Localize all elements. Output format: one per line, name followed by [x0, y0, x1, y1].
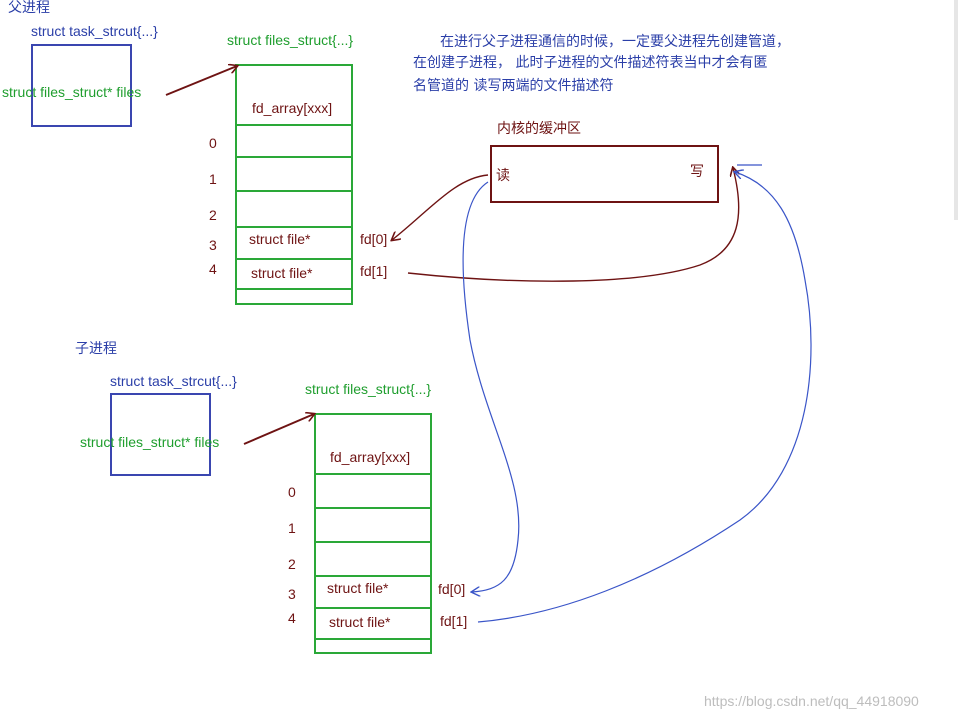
parent-entry-3: struct file* — [249, 231, 311, 247]
kernel-write-label: 写 — [690, 164, 704, 180]
parent-files-struct-label: struct files_struct{...} — [227, 32, 354, 48]
parent-files-arrow — [165, 66, 237, 96]
child-files-ptr-label: struct files_struct* files — [80, 434, 220, 450]
child-read-curve — [462, 181, 520, 592]
child-title: 子进程 — [75, 341, 117, 357]
child-index-2: 2 — [288, 556, 296, 572]
child-fd0-label: fd[0] — [438, 581, 466, 597]
child-index-3: 3 — [288, 586, 296, 602]
parent-fd-cell-4 — [235, 258, 353, 290]
watermark: https://blog.csdn.net/qq_44918090 — [704, 693, 919, 709]
note-line-1: 在进行父子进程通信的时候，一定要父进程先创建管道， — [440, 34, 790, 50]
child-index-4: 4 — [288, 610, 296, 626]
note-line-3: 名管道的 读写两端的文件描述符 — [413, 78, 614, 94]
child-index-0: 0 — [288, 484, 296, 500]
parent-index-1: 1 — [209, 171, 217, 187]
child-files-arrow — [243, 414, 314, 445]
kernel-read-label: 读 — [496, 168, 510, 184]
child-entry-3: struct file* — [327, 580, 389, 596]
child-files-struct-label: struct files_struct{...} — [305, 381, 432, 397]
parent-write-curve — [407, 168, 739, 282]
parent-files-ptr-label: struct files_struct* files — [2, 84, 142, 100]
parent-fd1-label: fd[1] — [360, 263, 388, 279]
child-write-curve — [477, 172, 812, 623]
parent-entry-4: struct file* — [251, 265, 313, 281]
child-fd1-label: fd[1] — [440, 613, 468, 629]
parent-task-box — [31, 44, 132, 127]
scrollbar[interactable] — [954, 0, 958, 220]
note-line-2: 在创建子进程， 此时子进程的文件描述符表当中才会有匿 — [413, 55, 768, 71]
kernel-buffer-box — [490, 145, 719, 203]
child-fd-cell-4 — [314, 607, 432, 640]
parent-read-curve — [392, 174, 489, 240]
parent-task-label: struct task_strcut{...} — [31, 23, 158, 39]
child-fd-array-label: fd_array[xxx] — [330, 449, 411, 465]
parent-title: 父进程 — [8, 0, 50, 16]
parent-index-4: 4 — [209, 261, 217, 277]
parent-index-0: 0 — [209, 135, 217, 151]
child-entry-4: struct file* — [329, 614, 391, 630]
child-task-box — [110, 393, 211, 476]
child-index-1: 1 — [288, 520, 296, 536]
parent-index-3: 3 — [209, 237, 217, 253]
kernel-buffer-title: 内核的缓冲区 — [497, 121, 581, 137]
parent-fd-array-label: fd_array[xxx] — [252, 100, 333, 116]
parent-fd0-label: fd[0] — [360, 231, 388, 247]
child-task-label: struct task_strcut{...} — [110, 373, 237, 389]
parent-index-2: 2 — [209, 207, 217, 223]
